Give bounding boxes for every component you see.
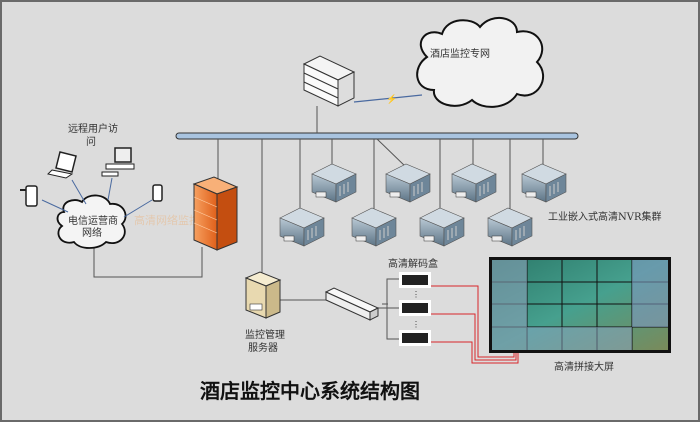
firewall-icon [192, 176, 239, 251]
hotel-private-network-cloud: 酒店监控专网 [416, 17, 544, 108]
video-cables [431, 285, 519, 364]
management-server-label-2: 服务器 [248, 341, 278, 354]
nvr-unit [451, 163, 497, 203]
remote-users-label-2: 问 [86, 135, 96, 148]
management-server-label-1: 监控管理 [245, 328, 285, 341]
diagram-title: 酒店监控中心系统结构图 [200, 379, 420, 403]
laptop-icon [47, 151, 77, 179]
network-backbone-bus [175, 132, 579, 140]
tablet-icon [20, 185, 38, 207]
nvr-unit [279, 207, 325, 247]
nvr-unit [351, 207, 397, 247]
decoder-box [402, 275, 428, 285]
decoder-box-label: 高清解码盒 [388, 257, 438, 270]
wireless-links [41, 177, 153, 218]
desktop-computer-icon [101, 147, 135, 177]
nvr-unit [311, 163, 357, 203]
nvr-cluster [279, 163, 567, 247]
nvr-unit [487, 207, 533, 247]
decoder-boxes: ⋮⋮ [399, 272, 431, 346]
telecom-network-label-2: 网络 [82, 226, 102, 239]
svg-text:⋮: ⋮ [412, 290, 420, 299]
wireless-link-icon: ⚡ [386, 93, 397, 105]
nvr-unit [385, 163, 431, 203]
connection-lines [93, 106, 544, 340]
telecom-network-cloud: 电信运营商 网络 [56, 194, 127, 249]
network-switch-icon [324, 287, 380, 321]
management-server-icon [244, 271, 282, 319]
nvr-unit [419, 207, 465, 247]
core-switch-stack [302, 55, 356, 107]
telecom-network-label-1: 电信运营商 [68, 214, 118, 227]
hotel-private-network-label: 酒店监控专网 [430, 47, 490, 60]
decoder-box [402, 303, 428, 313]
nvr-cluster-label: 工业嵌入式高清NVR集群 [548, 210, 662, 223]
nvr-unit [521, 163, 567, 203]
remote-users-label-1: 远程用户访 [68, 122, 118, 135]
svg-text:⋮: ⋮ [412, 320, 420, 329]
video-wall [489, 257, 671, 353]
decoder-box [402, 333, 428, 343]
mobile-phone-icon [152, 184, 163, 202]
video-wall-label: 高清拼接大屏 [554, 360, 614, 373]
